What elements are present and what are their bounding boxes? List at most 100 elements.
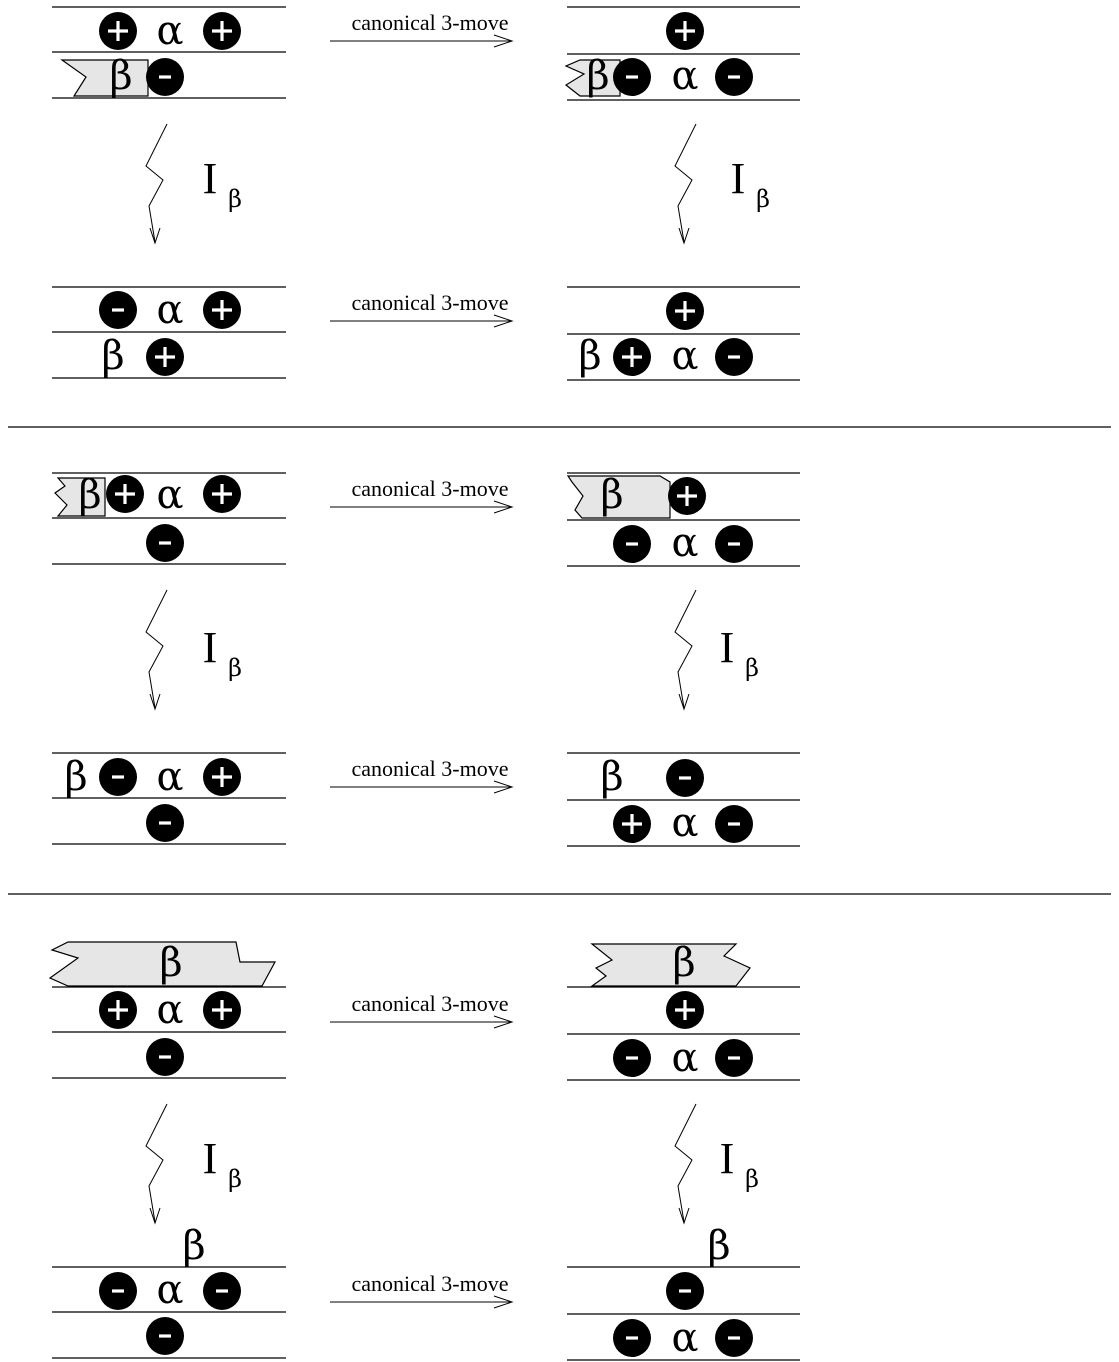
move-arrow-6-label: canonical 3-move [352,1271,509,1296]
move-arrow-5-label: canonical 3-move [352,991,509,1016]
crossing-rows-0-bottom_left-0 [99,291,137,329]
beta-label-7: β [64,754,87,800]
move-arrow-1-head [493,34,514,48]
alpha-label-1: α [156,8,183,54]
alpha-label-2: α [671,53,698,99]
region-beta-r2-left [54,477,106,517]
alpha-label-9: α [156,987,183,1033]
crossing-rows-2-top_right-0 [666,991,704,1029]
invariant-label-right-3: I [720,1134,735,1183]
crossing-rows-2-bottom_left-1 [203,1272,241,1310]
beta-label-2: β [586,53,609,99]
crossing-rows-1-top_left-2 [146,524,184,562]
crossing-rows-1-bottom_left-2 [146,804,184,842]
move-arrow-4-label: canonical 3-move [352,756,509,781]
crossing-rows-2-top_right-1 [613,1039,651,1077]
arrows [145,34,697,1309]
alpha-label-11: α [156,1267,183,1313]
alpha-label-5: α [156,472,183,518]
crossing-rows-2-bottom_left-2 [146,1317,184,1355]
invariant-arrow-left-3 [145,1103,168,1223]
crossing-rows-2-top_left-0 [99,991,137,1029]
move-arrow-2-label: canonical 3-move [352,290,509,315]
crossing-rows-0-top_right-2 [715,58,753,96]
region-beta-r1-left [60,59,149,97]
crossing-rows-1-bottom_left-1 [203,758,241,796]
beta-label-8: β [600,754,623,800]
invariant-label-right-2-sub: β [745,654,759,682]
crossing-rows-1-top_right-2 [715,525,753,563]
crossing-rows-0-bottom_left-1 [203,291,241,329]
crossing-rows-1-top_right-0 [668,477,706,515]
crossing-rows-2-bottom_left-0 [99,1272,137,1310]
crossing-rows-1-top_right-1 [613,525,651,563]
shaded-regions [48,59,751,987]
crossing-rows-2-top_right-2 [715,1039,753,1077]
crossing-rows-1-bottom_right-2 [715,805,753,843]
invariant-arrow-left-3-head [149,1207,161,1225]
invariant-arrow-right-1-head [678,227,690,245]
crossing-rows-0-bottom_left-2 [146,338,184,376]
crossing-rows-1-bottom_left-0 [99,758,137,796]
move-arrow-4-head [493,780,514,794]
move-arrow-3-head [493,500,514,514]
crossing-rows-0-bottom_right-0 [666,292,704,330]
crossing-rows-1-top_left-1 [203,475,241,513]
beta-label-12: β [707,1223,730,1269]
beta-label-4: β [578,333,601,379]
move-arrow-3-label: canonical 3-move [352,476,509,501]
beta-label-3: β [101,333,124,379]
invariant-label-right-1-sub: β [756,185,770,213]
alpha-label-8: α [671,800,698,846]
invariant-arrow-left-1-head [149,227,161,245]
move-arrow-2-head [493,314,514,328]
crossing-rows-2-bottom_right-2 [715,1319,753,1357]
invariant-arrow-right-3 [674,1103,697,1223]
invariant-label-left-1: I [203,154,218,203]
crossing-rows-1-bottom_right-0 [666,759,704,797]
invariant-label-left-2-sub: β [228,654,242,682]
alpha-label-12: α [671,1315,698,1361]
crossing-rows-0-top_right-1 [613,58,651,96]
invariant-label-left-3-sub: β [228,1165,242,1193]
labels: canonical 3-move canonical 3-move canonica… [64,8,770,1361]
invariant-arrow-right-2-head [678,693,690,711]
move-arrow-1-label: canonical 3-move [352,10,509,35]
alpha-label-4: α [671,333,698,379]
region-beta-r2-right [566,475,671,519]
crossing-rows-2-top_left-1 [203,991,241,1029]
crossing-rows-1-bottom_right-1 [613,805,651,843]
invariant-arrow-right-2 [674,589,697,709]
crossing-rows-0-top_right-0 [666,12,704,50]
strands [8,6,1111,1361]
region-beta-r3-right [590,943,751,987]
invariant-label-left-1-sub: β [228,185,242,213]
invariant-arrow-right-3-head [678,1207,690,1225]
alpha-label-7: α [156,754,183,800]
invariant-arrow-left-1 [145,123,168,243]
crossing-rows-2-bottom_right-1 [613,1319,651,1357]
invariant-arrow-right-1 [674,123,697,243]
invariant-label-right-3-sub: β [745,1165,759,1193]
beta-label-9: β [159,940,182,986]
crossing-rows-0-top_left-0 [99,12,137,50]
beta-label-5: β [78,472,101,518]
crossing-rows-2-bottom_right-0 [666,1272,704,1310]
move-arrow-6-head [493,1295,514,1309]
invariant-label-right-1: I [731,154,746,203]
beta-label-6: β [600,472,623,518]
invariant-arrow-left-2-head [149,693,161,711]
crossing-rows-2-top_left-2 [146,1038,184,1076]
invariant-label-left-3: I [203,1134,218,1183]
alpha-label-10: α [671,1035,698,1081]
alpha-label-3: α [156,287,183,333]
crossing-rows-1-top_left-0 [106,475,144,513]
crossing-rows-0-top_left-1 [203,12,241,50]
invariant-label-left-2: I [203,623,218,672]
move-arrow-5-head [493,1015,514,1029]
region-beta-r3-left [48,941,277,987]
invariant-arrow-left-2 [145,589,168,709]
crossings [99,12,753,1357]
beta-label-11: β [182,1223,205,1269]
